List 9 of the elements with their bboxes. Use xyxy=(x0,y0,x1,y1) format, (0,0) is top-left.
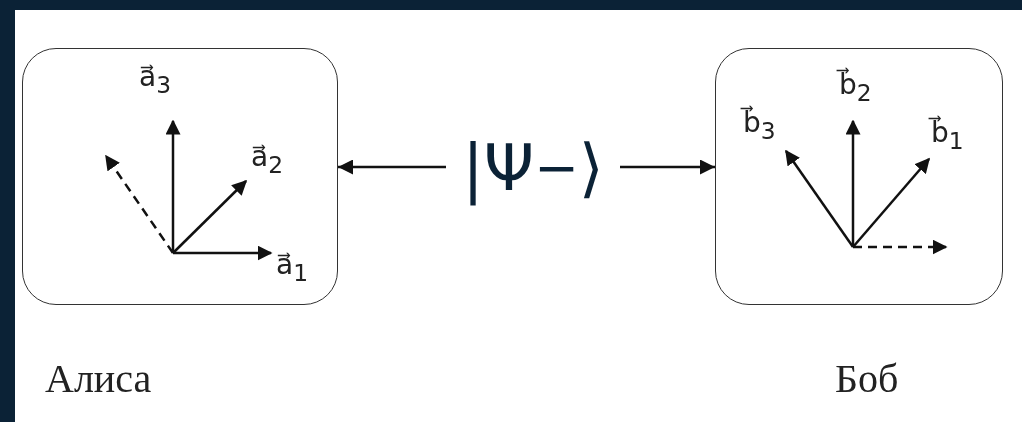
arrow xyxy=(620,159,715,175)
person-name: Боб xyxy=(835,355,899,402)
vector-label: a⃗$_{1}$ xyxy=(276,251,308,285)
vector-label: a⃗$_{2}$ xyxy=(251,143,283,177)
rounded-box xyxy=(22,48,338,305)
person-name: Алиса xyxy=(45,355,152,402)
rounded-box xyxy=(715,48,1003,305)
vector-label: a⃗$_{3}$ xyxy=(139,63,171,97)
arrow xyxy=(338,159,446,175)
